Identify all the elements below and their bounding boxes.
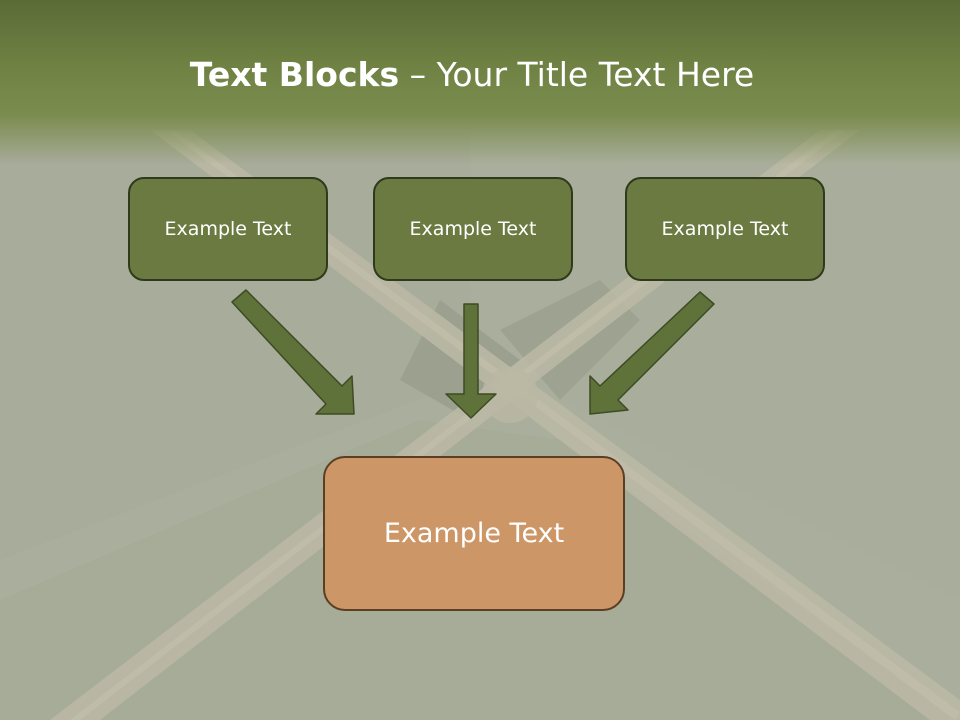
arrow-center xyxy=(445,303,497,419)
text-box-top-right-label: Example Text xyxy=(661,218,789,240)
arrow-left xyxy=(231,289,355,415)
text-box-bottom-label: Example Text xyxy=(383,518,565,549)
header-band xyxy=(0,0,960,165)
text-box-top-center-label: Example Text xyxy=(409,218,537,240)
text-box-bottom[interactable]: Example Text xyxy=(323,456,625,611)
text-box-top-left-label: Example Text xyxy=(164,218,292,240)
page-title: Text Blocks – Your Title Text Here xyxy=(0,52,944,98)
title-rest: Your Title Text Here xyxy=(436,55,755,94)
arrow-right xyxy=(589,291,715,415)
text-box-top-right[interactable]: Example Text xyxy=(625,177,825,281)
text-box-top-left[interactable]: Example Text xyxy=(128,177,328,281)
title-bold: Text Blocks xyxy=(189,55,400,94)
text-box-top-center[interactable]: Example Text xyxy=(373,177,573,281)
title-separator: – xyxy=(399,55,437,94)
